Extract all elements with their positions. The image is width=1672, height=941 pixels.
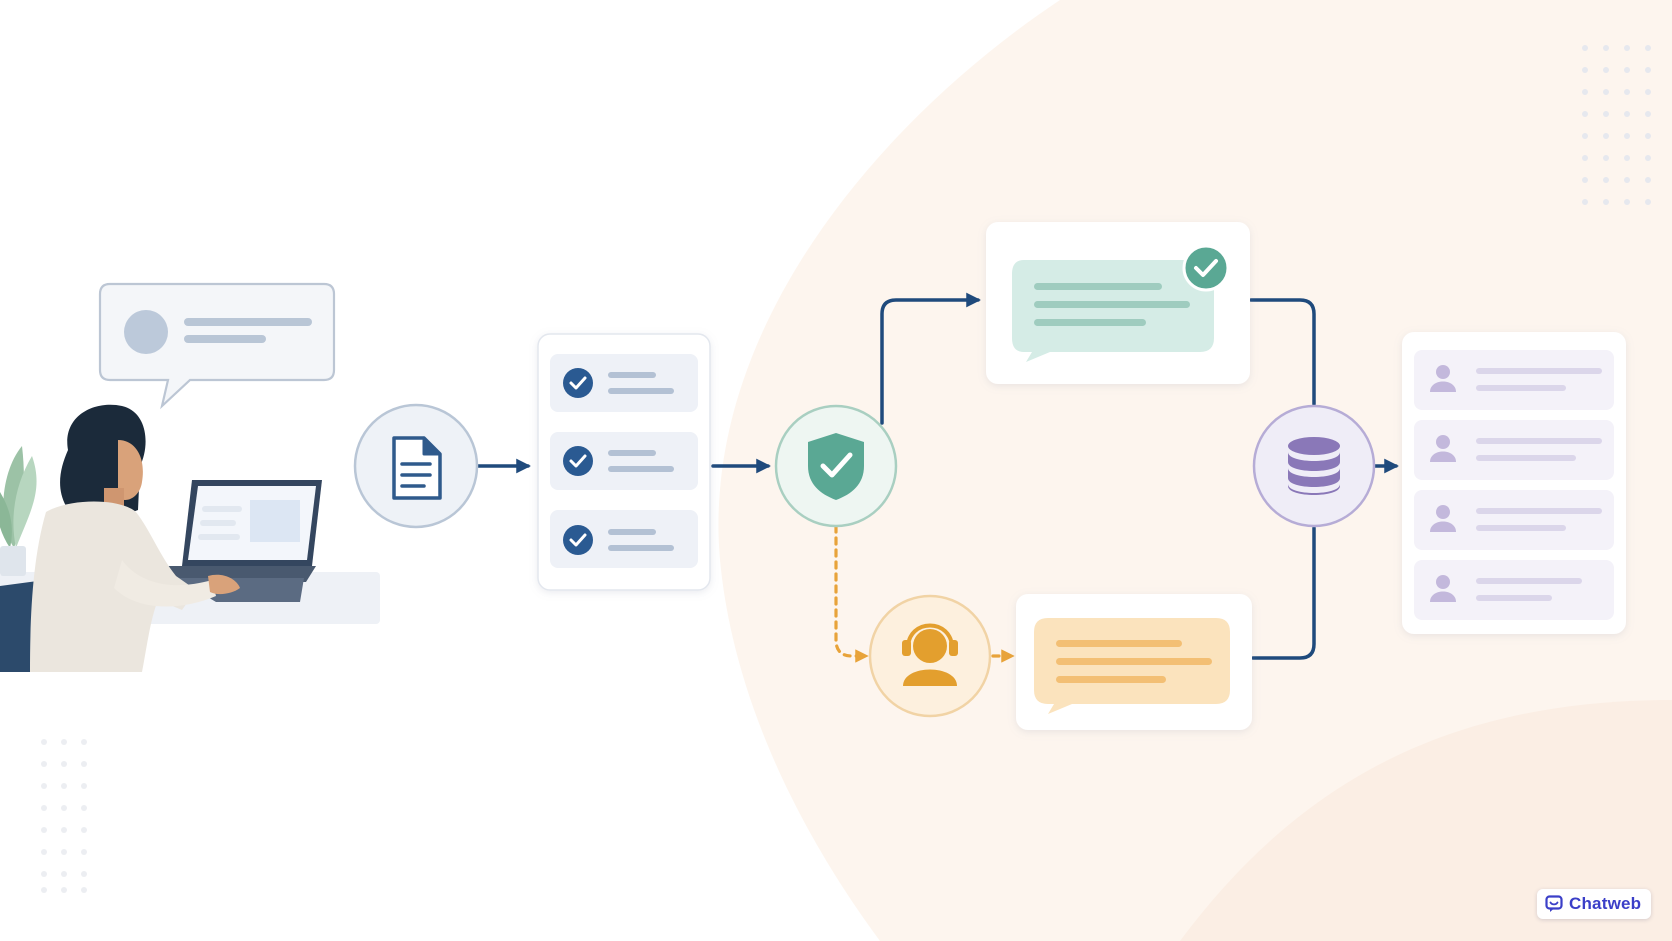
contact-row bbox=[1414, 350, 1614, 410]
verification-node bbox=[774, 404, 898, 528]
hand bbox=[208, 574, 240, 595]
contact-avatar-icon bbox=[1436, 575, 1450, 589]
contact-row bbox=[1414, 420, 1614, 480]
document-icon bbox=[392, 436, 442, 500]
avatar bbox=[124, 310, 168, 354]
escalated-chat-bubble bbox=[1034, 618, 1230, 714]
brand-logo[interactable]: Chatweb bbox=[1537, 889, 1652, 919]
contact-avatar-icon bbox=[1436, 505, 1450, 519]
chat-logo-icon bbox=[1545, 895, 1563, 912]
dot-grid-bottom-left bbox=[41, 739, 87, 893]
approved-reply-card bbox=[986, 222, 1250, 384]
laptop bbox=[168, 480, 322, 602]
line-approved-to-db bbox=[1249, 298, 1316, 406]
line-escalated-to-db bbox=[1251, 526, 1316, 660]
background-blob-lower bbox=[1180, 700, 1672, 941]
torso bbox=[30, 501, 196, 672]
check-badge-icon bbox=[1182, 244, 1230, 292]
database-node bbox=[1252, 404, 1376, 528]
face bbox=[118, 440, 143, 501]
check-circle-icon bbox=[563, 368, 593, 398]
check-circle-icon bbox=[563, 446, 593, 476]
contact-row bbox=[1414, 490, 1614, 550]
person-at-laptop-illustration bbox=[0, 404, 380, 672]
arrow-shield-to-approved bbox=[880, 292, 981, 425]
document-node bbox=[353, 403, 479, 529]
arm bbox=[114, 560, 216, 607]
user-speech-bubble bbox=[98, 282, 336, 410]
contact-avatar-icon bbox=[1436, 435, 1450, 449]
database-icon bbox=[1288, 437, 1340, 495]
shield-check-icon bbox=[808, 433, 864, 500]
checklist-item bbox=[550, 510, 698, 568]
dot-grid-top-right bbox=[1582, 45, 1651, 205]
escalated-reply-card bbox=[1016, 594, 1252, 730]
person bbox=[0, 404, 240, 672]
contacts-list-card bbox=[1402, 332, 1626, 634]
contact-row bbox=[1414, 560, 1614, 620]
plant bbox=[0, 446, 37, 576]
connectors bbox=[476, 292, 1399, 663]
checklist-item bbox=[550, 354, 698, 412]
check-circle-icon bbox=[563, 525, 593, 555]
human-agent-node bbox=[868, 594, 992, 718]
checklist-card bbox=[537, 333, 711, 591]
arrow-shield-to-agent bbox=[834, 524, 869, 663]
checklist-item bbox=[550, 432, 698, 490]
contact-avatar-icon bbox=[1436, 365, 1450, 379]
brand-name: Chatweb bbox=[1569, 894, 1642, 913]
headset-agent-icon bbox=[902, 623, 958, 686]
